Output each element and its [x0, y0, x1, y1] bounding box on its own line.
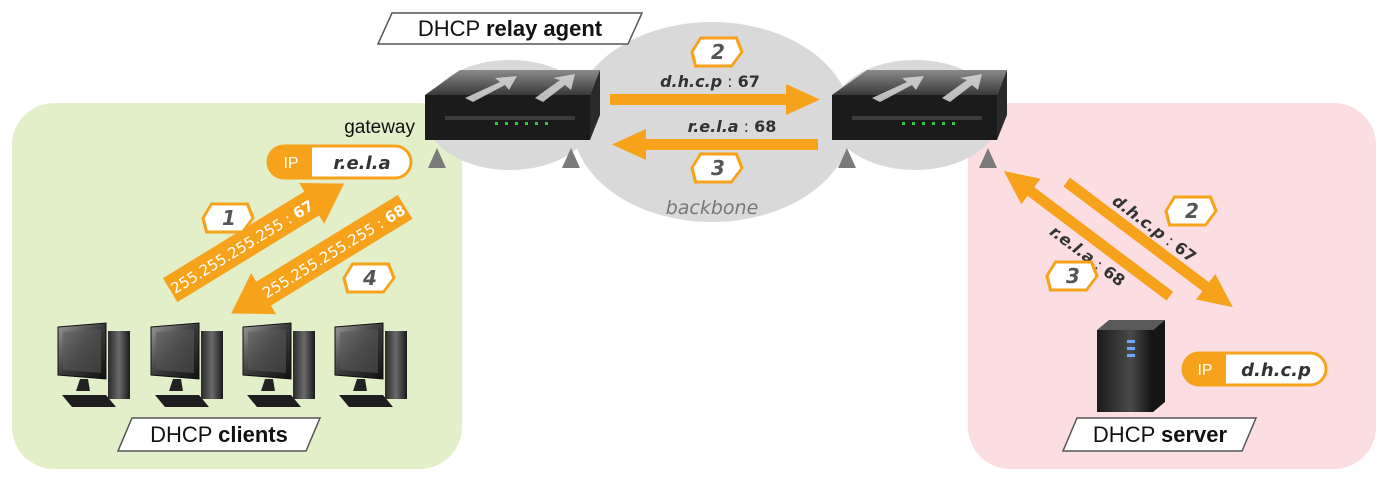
svg-text:DHCP clients: DHCP clients [150, 422, 288, 447]
router-right-icon [832, 70, 1007, 140]
step-hexagon: 2 [690, 36, 744, 68]
gateway-ip-badge: IP r.e.l.a [266, 144, 413, 180]
gateway-ip-prefix: IP [283, 155, 298, 172]
arrow-server-to-relay: r.e.l.a : 68 [612, 117, 818, 160]
backbone-label: backbone [666, 197, 759, 219]
server-ip-badge: IP d.h.c.p [1181, 351, 1328, 387]
step-hexagon: 1 [201, 202, 255, 234]
server-label-regular: DHCP [1093, 422, 1161, 447]
clients-label-regular: DHCP [150, 422, 218, 447]
step-number: 3 [711, 156, 725, 180]
server-ip-prefix: IP [1197, 362, 1212, 379]
step-number: 2 [711, 40, 725, 64]
b3-port: 68 [754, 117, 776, 136]
client-computer-icon [150, 322, 223, 407]
server-zone [968, 103, 1376, 469]
gateway-label: gateway [344, 117, 415, 138]
step-hexagon: 2 [1164, 195, 1218, 227]
b2-addr: d.h.c.p [660, 72, 722, 91]
server-label: DHCP server [1061, 417, 1258, 452]
interface-markers [428, 148, 997, 168]
svg-text:DHCP relay agent: DHCP relay agent [418, 16, 603, 41]
relay-label-regular: DHCP [418, 16, 486, 41]
svg-text:d.h.c.p : 67: d.h.c.p : 67 [660, 72, 760, 91]
b3-addr: r.e.l.a [688, 117, 739, 136]
dhcp-server-icon [1097, 320, 1165, 412]
svg-text:r.e.l.a : 68: r.e.l.a : 68 [688, 117, 777, 136]
client-computer-icon [334, 322, 407, 407]
client-computer-icon [57, 322, 130, 407]
clients-label-bold: clients [218, 422, 288, 447]
step-number: 3 [1066, 264, 1080, 288]
router-left-icon [425, 70, 600, 140]
b2-sep: : [722, 72, 738, 91]
gateway-ip-value: r.e.l.a [333, 153, 390, 174]
clients-label: DHCP clients [116, 417, 322, 452]
relay-label-bold: relay agent [486, 16, 603, 41]
client-computer-icon [242, 322, 315, 407]
step-hexagon: 3 [690, 152, 744, 184]
server-label-bold: server [1161, 422, 1228, 447]
svg-text:DHCP server: DHCP server [1093, 422, 1228, 447]
step-hexagon: 3 [1045, 260, 1099, 292]
step-number: 2 [1185, 199, 1199, 223]
relay-agent-label: DHCP relay agent [376, 12, 644, 45]
b2-port: 67 [738, 72, 760, 91]
server-ip-value: d.h.c.p [1241, 360, 1311, 381]
step-hexagon: 4 [342, 262, 396, 294]
step-number: 1 [222, 206, 236, 230]
b3-sep: : [739, 117, 755, 136]
step-number: 4 [362, 266, 377, 290]
arrow-relay-to-server: d.h.c.p : 67 [610, 72, 820, 115]
